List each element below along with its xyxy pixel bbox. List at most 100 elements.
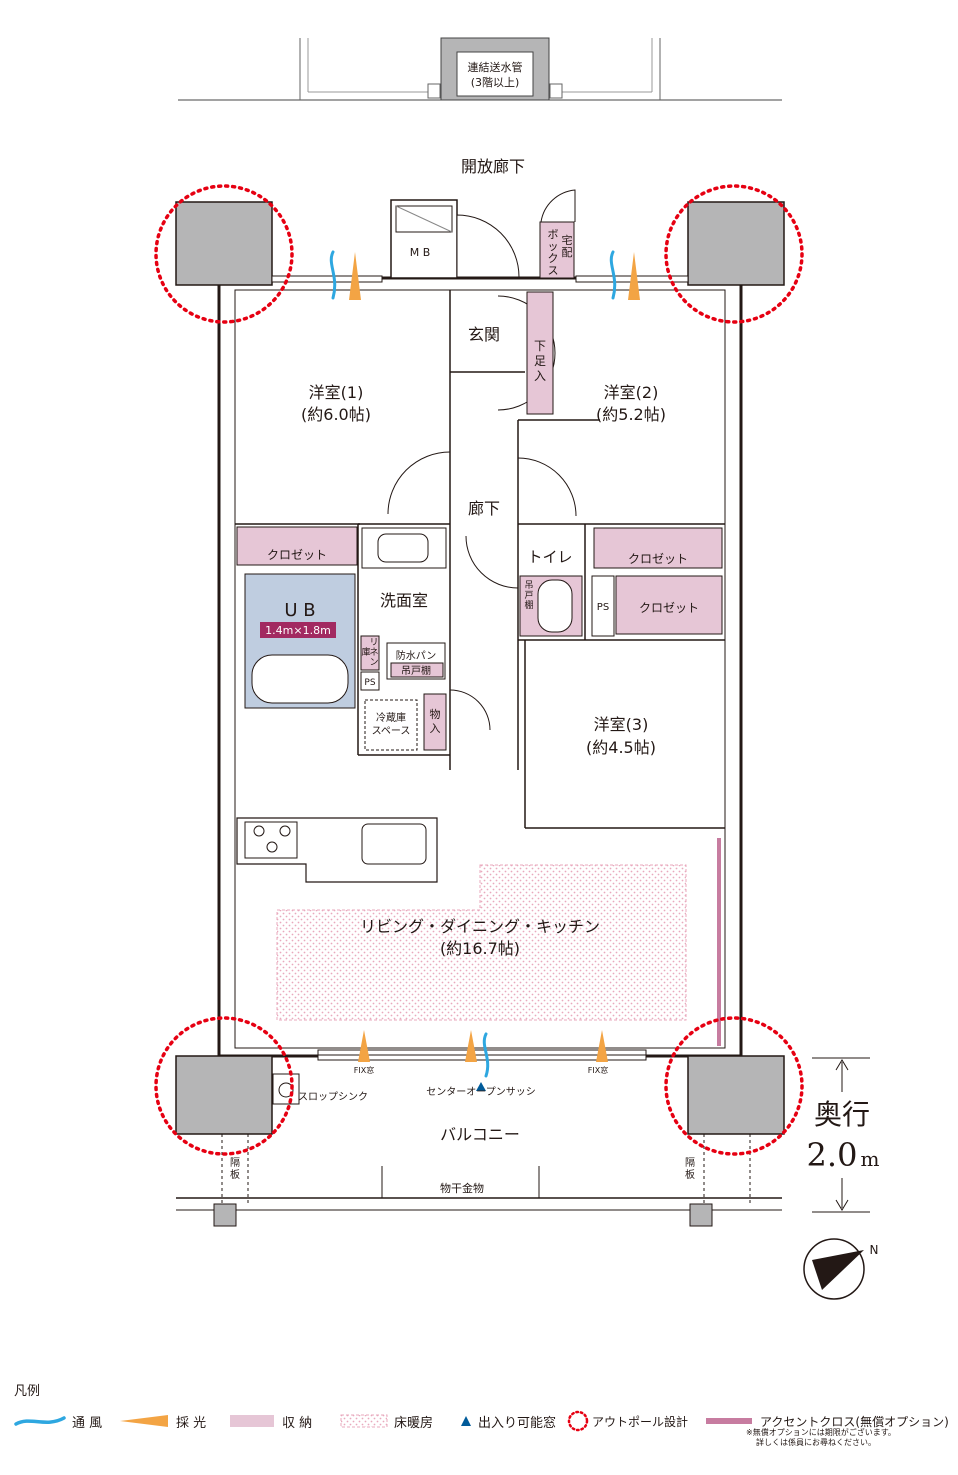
kitchen-counter: [236, 817, 438, 883]
svg-text:ネ: ネ: [369, 647, 378, 658]
entrance-door-swing: [456, 214, 520, 278]
waterproof-pan-label: 防水パン: [396, 649, 437, 662]
delivery-box-door-swing: [540, 189, 576, 223]
stove-icon: [244, 821, 298, 859]
legend-item-storage: 収 納: [230, 1412, 313, 1431]
light-wedge-icon: [120, 1415, 168, 1427]
fix-window-right-label: FIX窓: [588, 1065, 608, 1075]
depth-unit: m: [861, 1147, 880, 1171]
svg-text:ス: ス: [548, 264, 559, 277]
balcony-sash: [317, 1049, 647, 1061]
closet-room1-label: クロゼット: [267, 548, 327, 562]
triangle-icon: [461, 1416, 471, 1426]
svg-text:ク: ク: [548, 252, 559, 265]
compass-north-label: N: [870, 1243, 879, 1257]
wind-icons: [329, 250, 617, 1078]
depth-dimension: [812, 1057, 870, 1213]
svg-text:入: 入: [534, 369, 546, 383]
shoe-box-label: 下 足 入: [534, 339, 546, 383]
standpipe-label: 連結送水管: [468, 60, 523, 74]
top-area: 連結送水管 (3階以上): [178, 37, 782, 101]
storage-box-icon: [230, 1415, 274, 1427]
storage-label: 物: [430, 707, 441, 721]
wall-cabinet-label: 吊戸棚: [401, 664, 431, 677]
svg-text:隔: 隔: [685, 1157, 695, 1169]
wall-cabinet: [390, 662, 444, 678]
outpole-circles: [154, 184, 804, 1156]
storage-closet: [423, 693, 447, 751]
svg-text:吊: 吊: [524, 580, 533, 591]
fix-window-left-label: FIX窓: [354, 1065, 374, 1075]
floor-heating-hatch-icon: [340, 1414, 388, 1428]
ub-label: U B: [284, 600, 315, 621]
closet-room3-label: クロゼット: [639, 601, 699, 615]
closet-room3: [615, 575, 723, 635]
linen-label: リ ネ ン 庫: [361, 638, 378, 668]
legend-label: 収 納: [282, 1415, 313, 1431]
fridge-space: [364, 699, 418, 751]
legend-item-entry-window: 出入り可能窓: [460, 1412, 557, 1431]
fridge-label: 冷蔵庫: [376, 711, 406, 724]
legend-item-accent-cloth: アクセントクロス(無償オプション): [706, 1412, 949, 1430]
hallway-label: 廊下: [468, 499, 500, 518]
toilet-label: トイレ: [527, 548, 572, 566]
dotted-circle-icon: [567, 1410, 589, 1432]
room2-size: (約5.2帖): [596, 405, 666, 424]
ps-shaft-toilet: [591, 575, 615, 637]
legend-label: 出入り可能窓: [478, 1415, 557, 1431]
closet-room2: [593, 527, 723, 569]
slop-sink: [272, 1073, 300, 1105]
legend-label: アウトポール設計: [592, 1414, 689, 1429]
ps-wash-label: PS: [364, 678, 375, 688]
svg-text:ッ: ッ: [548, 240, 559, 253]
storage-label-sub: 入: [430, 722, 441, 735]
columns: [175, 201, 785, 1135]
mb-label: M B: [410, 246, 431, 259]
drying-hardware-label: 物干金物: [440, 1181, 484, 1195]
svg-text:下: 下: [534, 339, 546, 353]
svg-text:戸: 戸: [524, 590, 533, 601]
delivery-box: [539, 221, 575, 279]
svg-text:宅: 宅: [562, 233, 573, 247]
svg-text:棚: 棚: [524, 599, 533, 611]
accent-bar-icon: [706, 1418, 752, 1424]
svg-text:配: 配: [562, 246, 573, 259]
room1-label: 洋室(1): [309, 383, 364, 402]
bathtub: [251, 654, 349, 704]
balcony-label: バルコニー: [440, 1125, 520, 1144]
light-icons: [349, 252, 640, 1062]
shoe-box: [526, 291, 554, 415]
room3-size: (約4.5帖): [586, 738, 656, 757]
partition-left-label: 隔 板: [230, 1157, 240, 1181]
vanity-basin: [377, 533, 429, 563]
toilet-shelf-label: 吊 戸 棚: [524, 580, 533, 611]
floor-plan: 連結送水管 (3階以上) 開放廊下 M B 宅 配 ボ ッ ク ス: [154, 37, 880, 1300]
depth-label: 奥行: [814, 1098, 870, 1131]
corridor-label: 開放廊下: [461, 157, 525, 176]
legend: 凡例 通 風 採 光 収 納 床暖房 出入り可能窓 アウトポール設計 アクセント…: [0, 1370, 958, 1475]
closet-room2-label: クロゼット: [628, 552, 688, 566]
ub-size-badge: [260, 622, 336, 638]
legend-item-outpole: アウトポール設計: [566, 1410, 689, 1432]
balcony-railing: [176, 1134, 782, 1227]
legend-label: 床暖房: [394, 1415, 434, 1431]
svg-text:板: 板: [685, 1168, 695, 1181]
svg-text:足: 足: [534, 354, 546, 368]
svg-text:隔: 隔: [230, 1157, 240, 1169]
closet-room1: [236, 526, 358, 566]
room-doors: [387, 295, 577, 731]
delivery-box-label: 宅 配 ボ ッ ク ス: [548, 228, 573, 277]
slop-sink-label: スロップシンク: [298, 1091, 368, 1103]
svg-text:ン: ン: [369, 658, 378, 668]
legend-title: 凡例: [14, 1384, 41, 1399]
svg-text:庫: 庫: [361, 646, 370, 658]
ldk-size: (約16.7帖): [440, 939, 520, 958]
entrance-label: 玄関: [468, 325, 500, 344]
standpipe-label-sub: (3階以上): [471, 75, 520, 89]
washroom-label: 洗面室: [380, 591, 428, 610]
svg-text:リ: リ: [369, 638, 378, 648]
meter-box: M B: [390, 199, 458, 279]
floor-heating-zone: [276, 864, 687, 1021]
legend-item-light: 採 光: [120, 1412, 206, 1431]
fridge-label-sub: スペース: [372, 726, 411, 737]
